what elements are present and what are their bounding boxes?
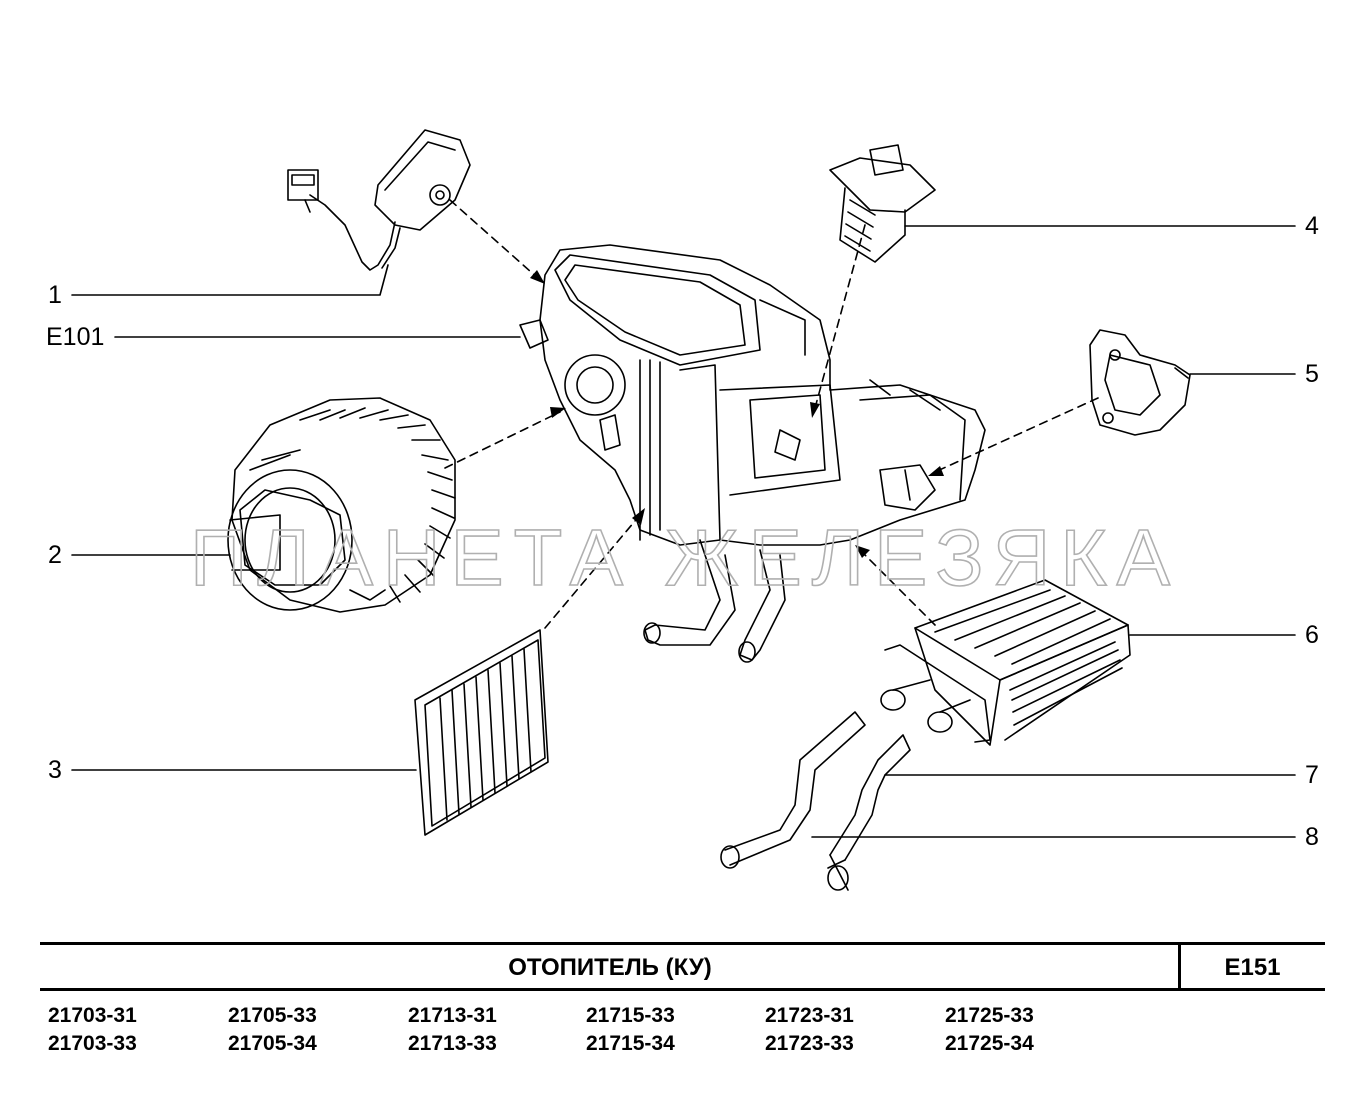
part-8-hose [720,711,866,869]
callout-4: 4 [1305,212,1319,240]
part-3-filter [414,629,549,836]
footer-bottom-rule [40,988,1325,991]
model-code: 21723-33 [765,1032,854,1055]
part-1-actuator [287,129,471,271]
heater-housing [519,244,986,663]
part-7-hose [827,734,911,891]
callout-6: 6 [1305,621,1319,649]
callout-7: 7 [1305,761,1319,789]
leader-lines [71,225,1296,838]
callout-1: 1 [48,281,62,309]
callout-2: 2 [48,541,62,569]
model-code: 21715-34 [586,1032,675,1055]
callout-e101: E101 [46,323,105,351]
model-code: 21725-33 [945,1004,1034,1027]
model-code: 21713-31 [408,1004,497,1027]
callout-5: 5 [1305,360,1319,388]
diagram-title: ОТОПИТЕЛЬ (КУ) [508,954,712,981]
watermark: ПЛАНЕТА ЖЕЛЕЗЯКА [190,512,1171,603]
part-5-actuator [1089,329,1191,436]
model-code: 21705-33 [228,1004,317,1027]
model-code: 21705-34 [228,1032,317,1055]
footer-divider [1178,942,1181,991]
part-2-blower-motor [227,397,456,613]
part-6-heater-core [880,579,1131,746]
part-4-resistor [829,144,936,263]
model-code: 21725-34 [945,1032,1034,1055]
model-code: 21703-31 [48,1004,137,1027]
footer-top-rule [40,942,1325,945]
svg-text:ПЛАНЕТА ЖЕЛЕЗЯКА: ПЛАНЕТА ЖЕЛЕЗЯКА [190,513,1171,602]
callout-3: 3 [48,756,62,784]
model-code: 21713-33 [408,1032,497,1055]
parts-diagram [71,129,1296,891]
assembly-arrows [444,199,1099,629]
model-code: 21723-31 [765,1004,854,1027]
model-code: 21703-33 [48,1032,137,1055]
model-code: 21715-33 [586,1004,675,1027]
callout-8: 8 [1305,823,1319,851]
diagram-code: E151 [1224,954,1281,981]
